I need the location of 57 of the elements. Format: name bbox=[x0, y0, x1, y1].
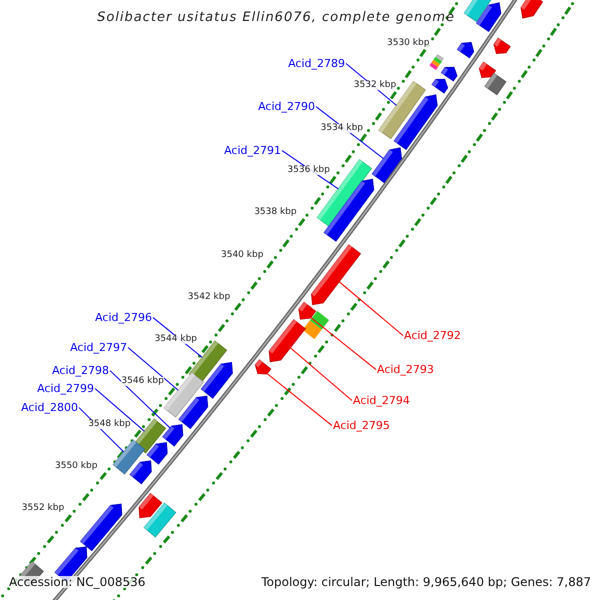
gene-label: Acid_2790 bbox=[258, 100, 315, 112]
leader-line bbox=[94, 388, 145, 432]
gene-label: Acid_2792 bbox=[404, 330, 461, 340]
leader-line bbox=[266, 373, 332, 426]
leader-line bbox=[338, 281, 404, 336]
gene-feature bbox=[440, 66, 458, 82]
gene-feature bbox=[520, 0, 544, 19]
gene-feature bbox=[372, 147, 402, 184]
gene-feature bbox=[311, 244, 361, 306]
gene-label: Acid_2791 bbox=[224, 144, 281, 156]
genome-summary: Topology: circular; Length: 9,965,640 bp; Genes: 7,887 bbox=[261, 576, 591, 588]
gene-feature bbox=[178, 396, 208, 429]
tick-label: 3550 kbp bbox=[55, 462, 98, 471]
tick-label: 3552 kbp bbox=[22, 504, 64, 514]
tick-label: 3544 kbp bbox=[154, 335, 197, 344]
gene-feature bbox=[478, 62, 496, 78]
gene-block bbox=[484, 72, 506, 96]
gene-feature bbox=[146, 442, 168, 465]
gene-label: Acid_2789 bbox=[288, 58, 345, 68]
gene-label: Acid_2795 bbox=[333, 420, 390, 430]
gene-label: Acid_2793 bbox=[377, 364, 434, 374]
leader-line bbox=[110, 370, 171, 428]
gene-feature bbox=[254, 359, 272, 374]
tick-label: 3546 kbp bbox=[121, 377, 164, 386]
tick-label: 3534 kbp bbox=[320, 124, 363, 133]
gene-label: Acid_2798 bbox=[52, 364, 109, 376]
gene-feature bbox=[130, 460, 152, 484]
gene-label: Acid_2799 bbox=[37, 382, 94, 394]
gene-label: Acid_2797 bbox=[70, 342, 127, 352]
gene-block bbox=[144, 502, 176, 538]
gene-feature bbox=[493, 38, 511, 54]
gene-block bbox=[302, 310, 330, 340]
accession-text: Accession: NC_008536 bbox=[9, 576, 146, 588]
tick-label: 3542 kbp bbox=[188, 292, 230, 302]
leader-line bbox=[290, 347, 352, 402]
gene-feature bbox=[268, 319, 306, 362]
gene-feature bbox=[456, 42, 474, 58]
gene-feature bbox=[298, 302, 316, 320]
tick-label: 3538 kbp bbox=[254, 208, 297, 218]
leader-line bbox=[310, 317, 376, 370]
gene-feature bbox=[324, 178, 374, 242]
tick-label: 3548 kbp bbox=[88, 420, 131, 429]
tick-label: 3536 kbp bbox=[287, 166, 330, 175]
gene-label: Acid_2796 bbox=[95, 312, 152, 322]
tick-label: 3530 kbp bbox=[387, 39, 430, 48]
leader-line bbox=[128, 347, 179, 391]
gene-feature bbox=[80, 504, 122, 552]
gene-label: Acid_2800 bbox=[21, 402, 78, 412]
tick-label: 3540 kbp bbox=[221, 250, 264, 260]
diagram-title: Solibacter usitatus Ellin6076, complete genome bbox=[97, 11, 455, 24]
tick-label: 3532 kbp bbox=[354, 81, 396, 90]
gene-label: Acid_2794 bbox=[353, 394, 410, 406]
gene-block bbox=[429, 54, 444, 70]
gene-feature bbox=[394, 94, 438, 150]
gene-feature bbox=[432, 78, 448, 94]
gene-feature bbox=[476, 2, 502, 32]
gene-feature bbox=[200, 362, 233, 399]
